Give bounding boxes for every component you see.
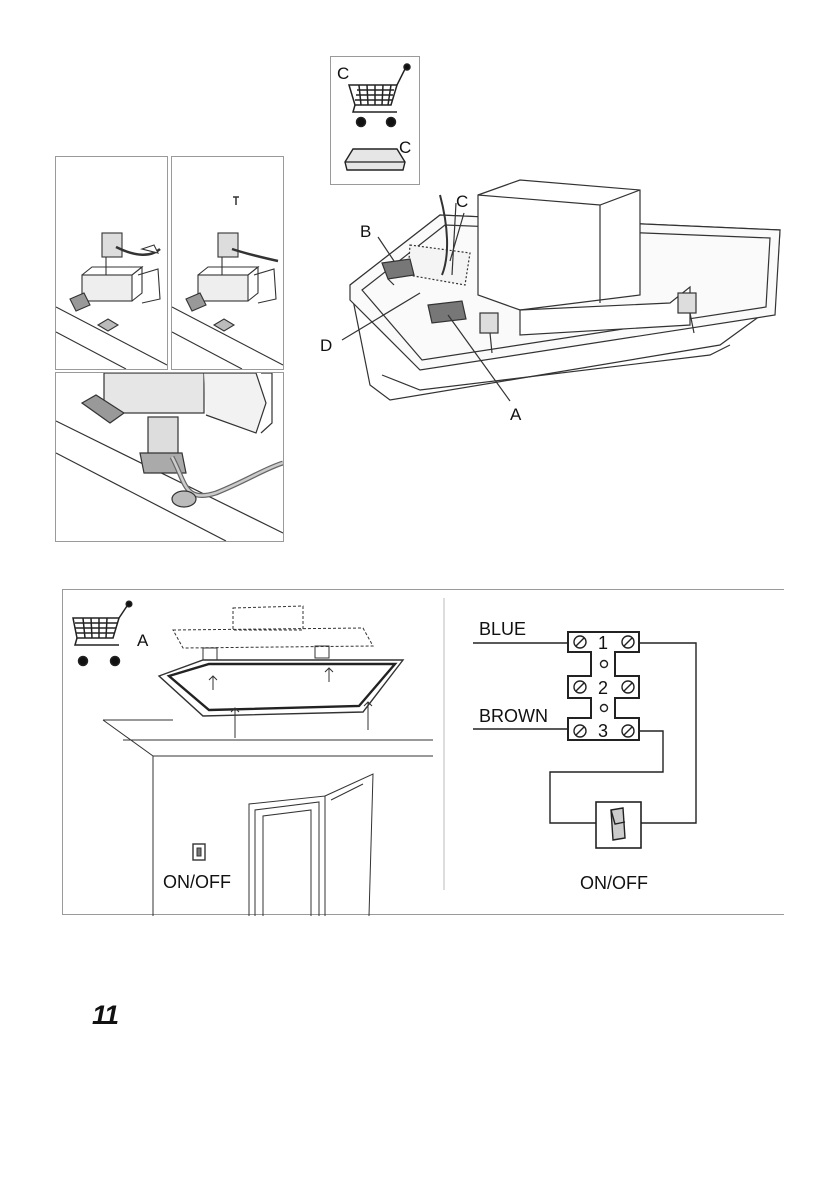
cart-icon bbox=[349, 64, 410, 127]
hood-label-b: B bbox=[360, 222, 371, 241]
cart-icon-install bbox=[73, 601, 132, 665]
cable-step-2-panel bbox=[171, 156, 284, 370]
installation-drawing: A ON/O bbox=[63, 590, 785, 916]
terminal-3-label: 3 bbox=[598, 721, 608, 741]
cable-detail-panel bbox=[55, 372, 284, 542]
wall-switch-label: ON/OFF bbox=[163, 872, 231, 892]
accessory-box: C C bbox=[330, 56, 420, 185]
hood-top-diagram: B C D A bbox=[310, 175, 790, 435]
cable-step-1-drawing bbox=[56, 157, 167, 369]
terminal-2-label: 2 bbox=[598, 678, 608, 698]
wire-brown-label: BROWN bbox=[479, 706, 548, 726]
installation-panel: A ON/O bbox=[62, 589, 784, 915]
terminal-1-label: 1 bbox=[598, 633, 608, 653]
install-label-a: A bbox=[137, 631, 149, 650]
screw-icon bbox=[233, 197, 239, 205]
hood-label-d: D bbox=[320, 336, 332, 355]
cable-detail-drawing bbox=[56, 373, 283, 541]
cable-step-2-drawing bbox=[172, 157, 283, 369]
cable-step-1-panel bbox=[55, 156, 168, 370]
clip-a bbox=[428, 301, 466, 323]
hood-label-a: A bbox=[510, 405, 522, 424]
filter-pad-icon bbox=[345, 149, 405, 170]
accessory-svg: C C bbox=[331, 57, 419, 184]
page-number: 11 bbox=[92, 1000, 118, 1031]
wire-blue-label: BLUE bbox=[479, 619, 526, 639]
accessory-cart-label: C bbox=[337, 64, 349, 83]
hood-label-c: C bbox=[456, 192, 468, 211]
wiring-switch-label: ON/OFF bbox=[580, 873, 648, 893]
